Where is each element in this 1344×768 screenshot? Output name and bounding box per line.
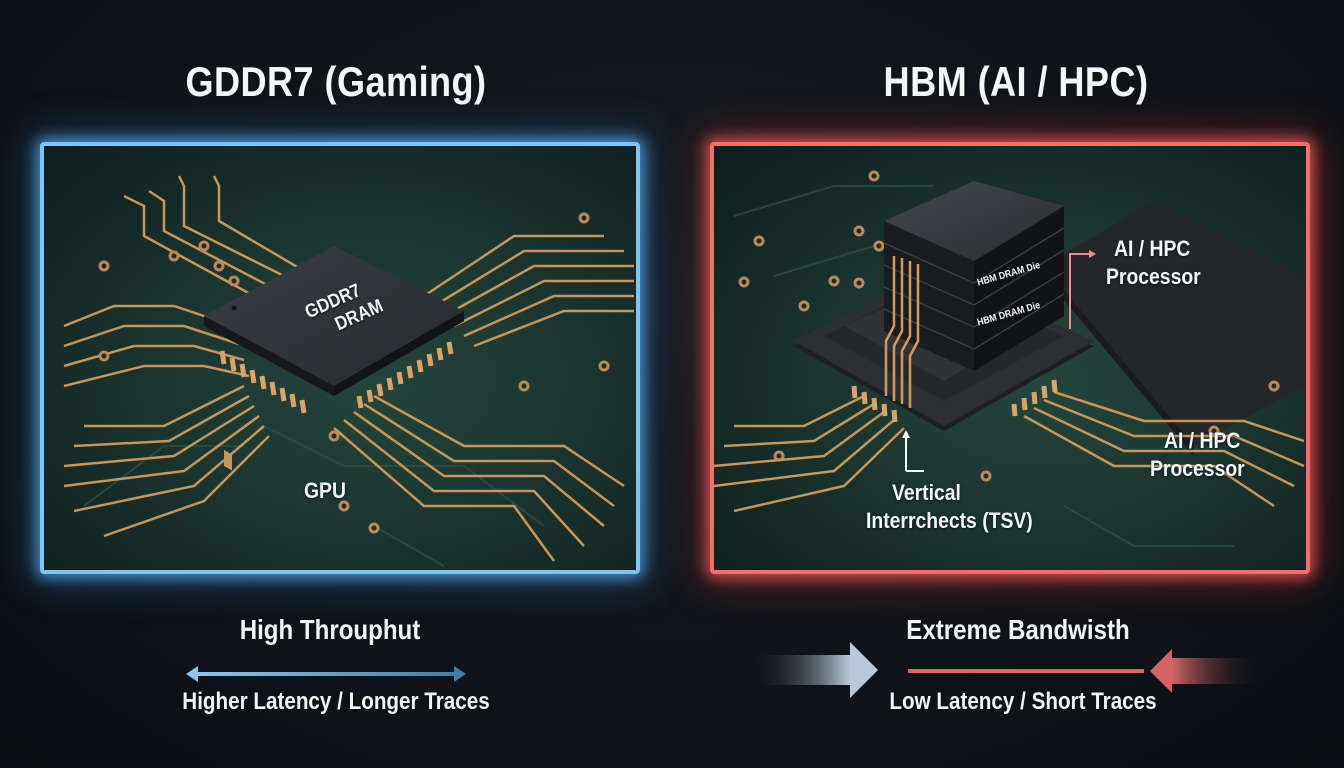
processor-label-bottom-line2: Processor [1150, 456, 1245, 481]
gddr7-title: GDDR7 (Gaming) [185, 58, 487, 105]
inward-arrow-left-icon [750, 642, 878, 698]
gddr7-caption-latency: Higher Latency / Longer Traces [182, 688, 490, 715]
hbm-stack-graphic [714, 170, 1305, 547]
callout-arrow-processor [1069, 253, 1089, 329]
inward-arrow-right-icon [1150, 649, 1260, 693]
bandwidth-line [908, 669, 1144, 673]
tsv-label-line2: Interrchects (TSV) [866, 508, 1033, 533]
gpu-label: GPU [304, 478, 346, 503]
tsv-label-line1: Vertical [892, 480, 961, 505]
processor-label-top-line1: AI / HPC [1114, 236, 1191, 261]
gddr7-caption-throughput: High Throuphut [239, 614, 421, 645]
gddr7-pcb-illustration [44, 146, 636, 570]
pcb-traces-graphic [63, 175, 634, 567]
hbm-panel: HBM DRAM Die HBM DRAM Die AI / HPC Proce… [710, 142, 1310, 574]
gddr7-panel: GDDR7 DRAM GPU [40, 142, 640, 574]
hbm-pcb-illustration [714, 146, 1306, 570]
hbm-caption-bandwidth: Extreme Bandwisth [906, 614, 1130, 645]
processor-label-bottom-line1: AI / HPC [1164, 428, 1241, 453]
hbm-title: HBM (AI / HPC) [883, 58, 1149, 105]
processor-label-top-line2: Processor [1106, 264, 1201, 289]
hbm-caption-latency: Low Latency / Short Traces [889, 688, 1157, 715]
double-arrow-icon [186, 666, 466, 682]
